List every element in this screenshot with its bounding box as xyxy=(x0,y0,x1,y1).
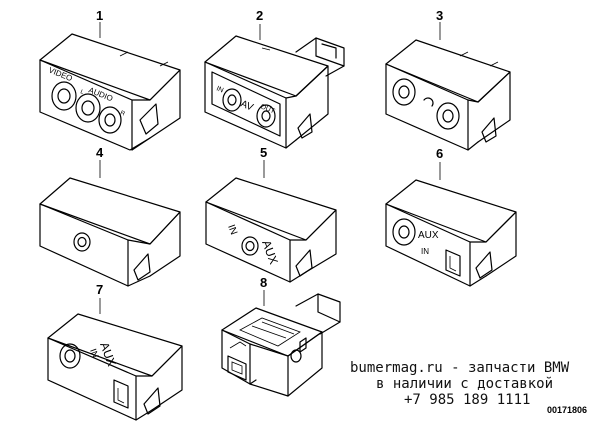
part-number-5: 5 xyxy=(260,145,267,160)
part-7-aux-in-usb-socket: 7 AUX IN xyxy=(47,282,183,421)
part-number-3: 3 xyxy=(436,8,443,23)
part-6-label-aux: AUX xyxy=(418,230,439,241)
watermark-line-2: в наличии с доставкой xyxy=(376,376,554,392)
part-number-2: 2 xyxy=(256,8,263,23)
part-2-av-socket: 2 IN AV OUT xyxy=(204,8,345,149)
part-2-label-av: AV xyxy=(239,99,255,114)
part-1-label-r: R xyxy=(119,110,126,117)
watermark-line-3: +7 985 189 1111 xyxy=(404,392,531,408)
part-6-label-in: IN xyxy=(421,247,429,256)
part-5-label-aux: AUX xyxy=(259,238,281,266)
part-7-label-in: IN xyxy=(88,347,100,359)
part-number-8: 8 xyxy=(260,275,267,290)
part-2-label-in: IN xyxy=(215,85,224,94)
part-1-label-audio: AUDIO xyxy=(87,86,114,104)
part-4-socket: 4 xyxy=(39,145,181,287)
part-5-label-in: IN xyxy=(225,223,239,236)
part-3-socket: 3 xyxy=(385,8,511,151)
part-1-label-l: L xyxy=(79,89,85,96)
part-number-7: 7 xyxy=(96,282,103,297)
part-5-aux-in-socket: 5 AUX IN xyxy=(205,145,337,283)
part-number-4: 4 xyxy=(96,145,104,160)
part-number-1: 1 xyxy=(96,8,103,23)
part-1-video-audio-socket: 1 VIDEO AUDIO L R xyxy=(39,8,181,151)
part-8-usb-module: 8 xyxy=(221,275,341,397)
watermark-line-1: bumermag.ru - запчасти BMW xyxy=(350,360,570,376)
part-number-6: 6 xyxy=(436,146,443,161)
document-id: 00171806 xyxy=(547,405,588,415)
part-1-label-video: VIDEO xyxy=(47,66,73,84)
part-6-aux-in-usb-socket: 6 AUX IN xyxy=(385,146,517,287)
